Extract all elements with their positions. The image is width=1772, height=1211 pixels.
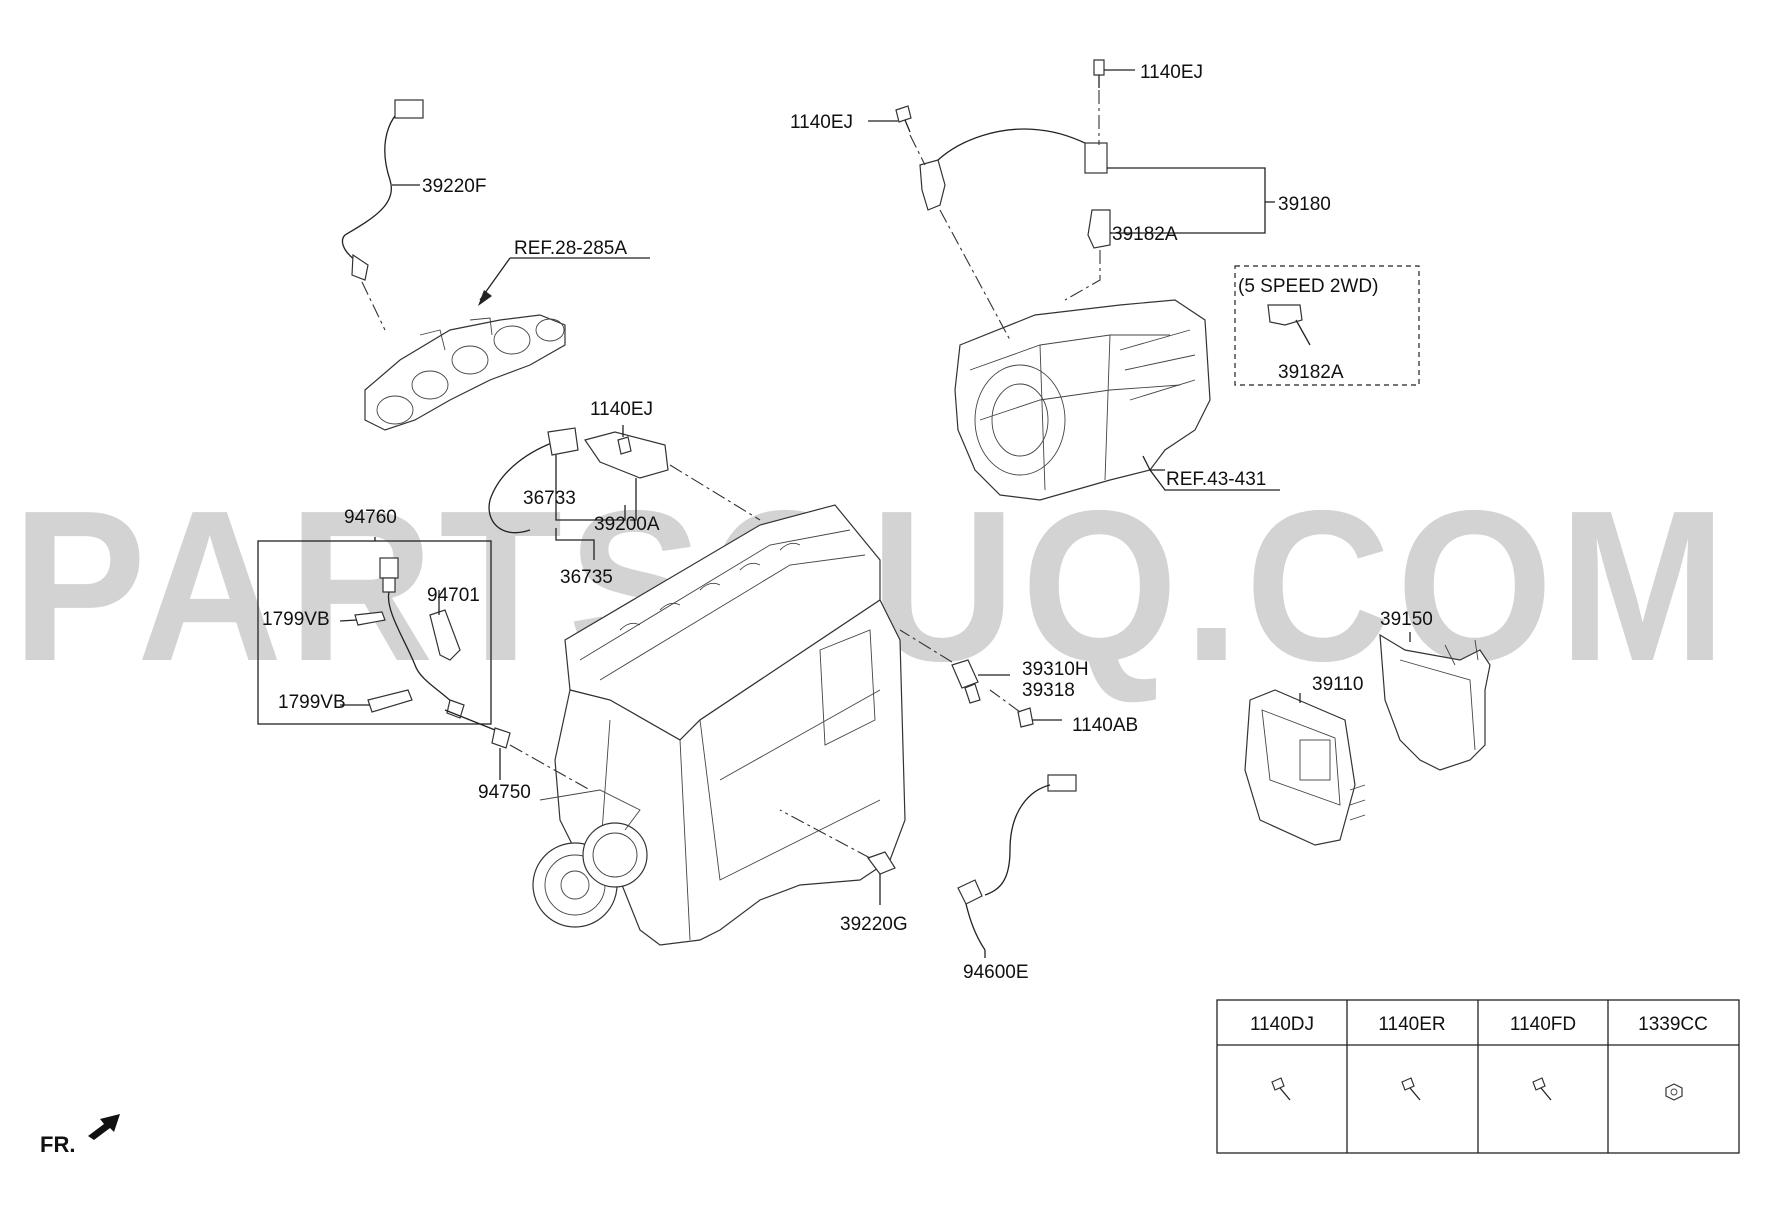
lower-sensor-group (779, 774, 1077, 958)
connector-36733 (547, 427, 579, 456)
clip-1799vb-upper (354, 611, 386, 626)
option-box-5-speed (1234, 265, 1420, 386)
label-39318: 39318 (1022, 680, 1075, 701)
label-39150: 39150 (1380, 609, 1433, 630)
label-39200a: 39200A (594, 514, 660, 535)
ecu-group (1244, 632, 1491, 846)
label-5-speed-2wd: (5 SPEED 2WD) (1238, 276, 1378, 297)
table-header-2: 1140ER (1378, 1014, 1445, 1035)
label-39220g: 39220G (840, 914, 908, 935)
speed-sensor-39180 (919, 159, 946, 211)
bracket-94701 (429, 609, 461, 661)
bolt-1140ej-left (895, 105, 912, 123)
gear-wheel (582, 822, 648, 888)
label-1140ab: 1140AB (1072, 715, 1138, 736)
harness-94600e-plug (957, 879, 983, 905)
sensor-94750-body (491, 727, 511, 749)
label-1799vb-1: 1799VB (262, 609, 330, 630)
bolt-icon (1271, 1077, 1291, 1101)
temp-sensor-group (899, 629, 1062, 728)
front-direction-arrow-icon (88, 1114, 120, 1140)
label-39220f: 39220F (422, 176, 486, 197)
label-39182a-1: 39182A (1112, 224, 1178, 245)
label-39310h: 39310H (1022, 659, 1089, 680)
bolt-1140ej-top (1093, 59, 1105, 76)
label-1799vb-2: 1799VB (278, 692, 346, 713)
sensor-connector-39220f (394, 99, 424, 119)
ecu-bracket-39150 (1379, 633, 1491, 771)
label-ref-43-431: REF.43-431 (1166, 469, 1266, 490)
table-header-3: 1140FD (1510, 1014, 1576, 1035)
label-94701: 94701 (427, 585, 480, 606)
bolt-icon (1532, 1077, 1552, 1101)
label-36735: 36735 (560, 567, 613, 588)
knock-sensor-group (339, 537, 591, 791)
transmission-group (868, 59, 1280, 501)
clip-1799vb-lower (367, 689, 413, 713)
connector-94760 (379, 557, 399, 579)
label-39180: 39180 (1278, 194, 1331, 215)
label-1140ej-top: 1140EJ (1140, 62, 1203, 83)
bolt-icon (1401, 1077, 1421, 1101)
label-94750: 94750 (478, 782, 531, 803)
sensor-94750 (446, 699, 465, 719)
table-header-1: 1140DJ (1250, 1014, 1314, 1035)
bracket-39182a-upper (1087, 209, 1111, 249)
exhaust-manifold-group (341, 99, 650, 431)
label-fr: FR. (40, 1132, 75, 1157)
engine-block (532, 504, 906, 946)
label-94760: 94760 (344, 507, 397, 528)
nut-icon (1665, 1083, 1683, 1101)
label-1140ej-left: 1140EJ (790, 112, 853, 133)
bolt-1140ab (1017, 707, 1034, 728)
label-39182a-2: 39182A (1278, 362, 1344, 383)
sensor-39310h (951, 659, 979, 689)
fastener-table: 1140DJ 1140ER 1140FD 1339CC (1216, 999, 1740, 1154)
table-header-4: 1339CC (1638, 1014, 1708, 1035)
connector-94600e (1047, 774, 1077, 792)
label-ref-28-285a: REF.28-285A (514, 238, 627, 259)
label-94600e: 94600E (963, 962, 1029, 983)
oxygen-sensor-39220f (351, 253, 369, 281)
bolt-1140ej-mid (617, 436, 632, 455)
label-36733: 36733 (523, 488, 576, 509)
exhaust-manifold (364, 314, 566, 431)
label-1140ej-mid: 1140EJ (590, 399, 653, 420)
sensor-39220g (867, 851, 896, 875)
label-39110: 39110 (1312, 674, 1363, 695)
bracket-39182a-option (1267, 304, 1303, 326)
cam-sensor-group (488, 425, 761, 560)
